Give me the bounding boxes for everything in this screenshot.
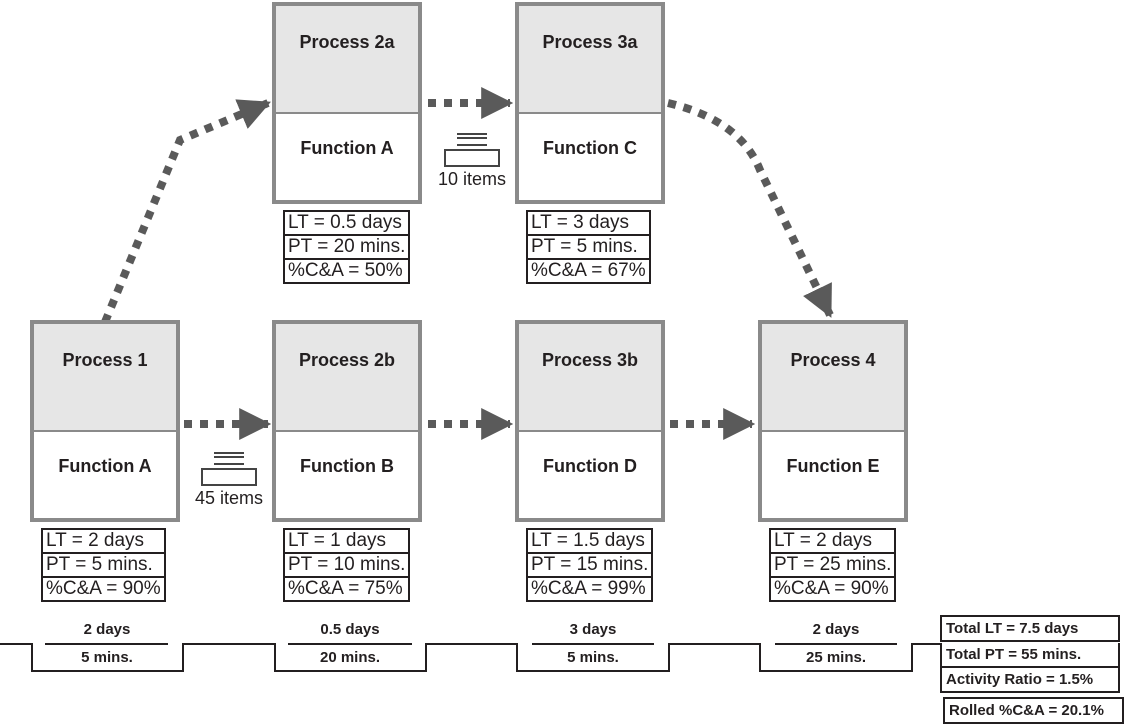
inventory-1: 45 items	[186, 452, 272, 509]
process-function: Function A	[300, 138, 394, 158]
metrics-box-3a: LT = 3 days PT = 5 mins. %C&A = 67%	[526, 210, 651, 284]
lead-time: LT = 2 days	[774, 530, 873, 551]
process-function: Function A	[58, 456, 152, 476]
process-box-1: Process 1 Function A	[30, 320, 180, 522]
timeline-process-1: 5 mins.	[81, 649, 133, 666]
arrow-p3a-to-p4	[667, 99, 834, 318]
timeline-lead-2: 0.5 days	[320, 621, 380, 638]
metrics-box-1: LT = 2 days PT = 5 mins. %C&A = 90%	[41, 528, 166, 602]
timeline-process-3: 5 mins.	[567, 649, 619, 666]
process-time: PT = 5 mins.	[43, 552, 164, 576]
inventory-label: 10 items	[437, 169, 507, 189]
complete-accurate: %C&A = 90%	[43, 576, 164, 600]
process-title: Process 2b	[276, 324, 418, 432]
process-title: Process 4	[762, 324, 904, 432]
complete-accurate: %C&A = 75%	[285, 576, 409, 600]
lead-time: LT = 3 days	[531, 212, 630, 233]
process-function: Function E	[786, 456, 880, 476]
process-box-4: Process 4 Function E	[758, 320, 908, 522]
complete-accurate: %C&A = 99%	[528, 576, 652, 600]
timeline-lead-1: 2 days	[83, 621, 131, 638]
inventory-tray-icon	[444, 149, 500, 167]
metrics-box-3b: LT = 1.5 days PT = 15 mins. %C&A = 99%	[526, 528, 654, 602]
metrics-box-2a: LT = 0.5 days PT = 20 mins. %C&A = 50%	[283, 210, 411, 284]
timeline-ladder	[0, 643, 944, 672]
process-time: PT = 5 mins.	[528, 234, 649, 258]
activity-ratio: Activity Ratio = 1.5%	[940, 668, 1120, 693]
process-function: Function B	[300, 456, 394, 476]
timeline-process-4: 25 mins.	[805, 649, 867, 666]
total-lead-time: Total LT = 7.5 days	[940, 615, 1120, 642]
arrow-p1-to-p2a	[101, 99, 271, 324]
timeline-lead-4: 2 days	[812, 621, 860, 638]
complete-accurate: %C&A = 50%	[285, 258, 409, 282]
process-box-3a: Process 3a Function C	[515, 2, 665, 204]
process-title: Process 3a	[519, 6, 661, 114]
process-title: Process 3b	[519, 324, 661, 432]
process-box-2a: Process 2a Function A	[272, 2, 422, 204]
lead-time: LT = 2 days	[46, 530, 145, 551]
complete-accurate: %C&A = 90%	[771, 576, 895, 600]
process-time: PT = 20 mins.	[285, 234, 409, 258]
inventory-tray-icon	[201, 468, 257, 486]
process-box-3b: Process 3b Function D	[515, 320, 665, 522]
process-title: Process 1	[34, 324, 176, 432]
inventory-label: 45 items	[194, 488, 264, 508]
rolled-complete-accurate: Rolled %C&A = 20.1%	[943, 697, 1124, 724]
lead-time: LT = 1.5 days	[531, 530, 645, 551]
lead-time: LT = 1 days	[288, 530, 387, 551]
process-function: Function C	[543, 138, 637, 158]
inventory-stack-icon	[457, 133, 487, 146]
complete-accurate: %C&A = 67%	[528, 258, 649, 282]
process-box-2b: Process 2b Function B	[272, 320, 422, 522]
process-time: PT = 10 mins.	[285, 552, 409, 576]
inventory-stack-icon	[214, 452, 244, 465]
process-title: Process 2a	[276, 6, 418, 114]
inventory-2: 10 items	[429, 133, 515, 190]
timeline-process-2: 20 mins.	[319, 649, 381, 666]
metrics-box-4: LT = 2 days PT = 25 mins. %C&A = 90%	[769, 528, 897, 602]
metrics-box-2b: LT = 1 days PT = 10 mins. %C&A = 75%	[283, 528, 411, 602]
total-process-time: Total PT = 55 mins.	[940, 643, 1120, 668]
process-time: PT = 15 mins.	[528, 552, 652, 576]
process-function: Function D	[543, 456, 637, 476]
process-time: PT = 25 mins.	[771, 552, 895, 576]
lead-time: LT = 0.5 days	[288, 212, 402, 233]
timeline-lead-3: 3 days	[569, 621, 617, 638]
